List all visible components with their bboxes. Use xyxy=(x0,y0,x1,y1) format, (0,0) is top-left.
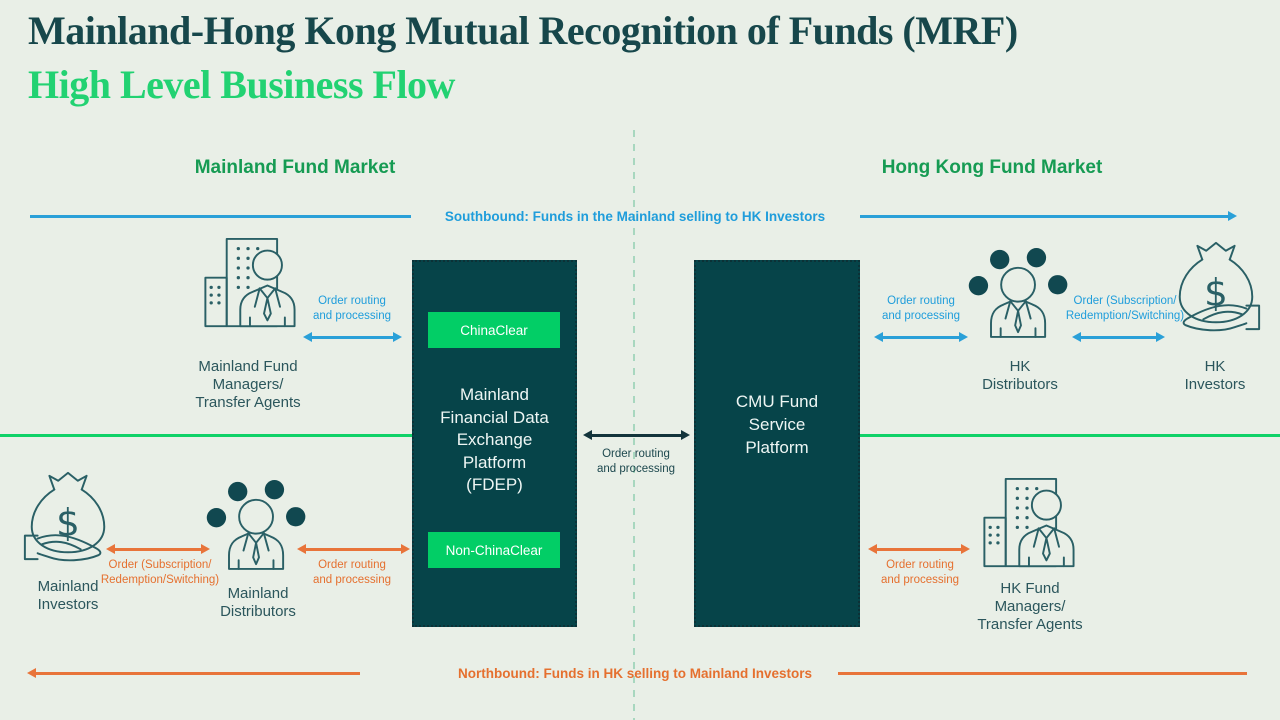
center-dashed-divider xyxy=(633,130,635,720)
order-subscription-label: Order (Subscription/ Redemption/Switchin… xyxy=(1065,295,1185,322)
money-bag-hand-icon: $ xyxy=(23,471,106,562)
platform-link-label: Order routing and processing xyxy=(597,448,675,475)
chinaclear-tag: ChinaClear xyxy=(428,312,560,348)
mainland-investors-label: Mainland Investors xyxy=(37,578,99,613)
green-divider-left xyxy=(0,434,412,437)
open-hand xyxy=(1182,304,1261,332)
distributor-person-icon xyxy=(206,480,306,570)
order-routing-label: Order routing and processing xyxy=(882,295,960,322)
mainland-distributors-label: Mainland Distributors xyxy=(220,585,296,620)
order-subscription-arrow xyxy=(106,544,210,554)
order-subscription-arrow xyxy=(1072,332,1165,342)
hongkong-market-header: Hong Kong Fund Market xyxy=(881,157,1103,178)
cmu-platform-box: CMU Fund Service Platform xyxy=(694,260,860,627)
green-divider-right xyxy=(860,434,1280,437)
order-routing-arrow xyxy=(868,544,970,554)
order-routing-arrow xyxy=(303,332,402,342)
northbound-banner-text: Northbound: Funds in HK selling to Mainl… xyxy=(458,666,812,681)
southbound-line-left xyxy=(30,215,411,218)
southbound-arrow-right xyxy=(860,211,1237,221)
mainland-market-header: Mainland Fund Market xyxy=(194,157,396,178)
non-chinaclear-tag: Non-ChinaClear xyxy=(428,532,560,568)
building-windows xyxy=(988,486,1039,545)
order-routing-label: Order routing and processing xyxy=(313,295,391,322)
page-title: Mainland-Hong Kong Mutual Recognition of… xyxy=(28,8,1018,53)
order-subscription-label: Order (Subscription/ Redemption/Switchin… xyxy=(100,559,220,586)
mainland-fund-managers-label: Mainland Fund Managers/ Transfer Agents xyxy=(195,358,301,411)
hk-fund-managers-label: HK Fund Managers/ Transfer Agents xyxy=(977,580,1083,633)
money-bag-hand-icon: $ xyxy=(1178,241,1261,332)
page-subtitle: High Level Business Flow xyxy=(28,62,455,107)
order-routing-label: Order routing and processing xyxy=(881,559,959,586)
order-routing-arrow xyxy=(874,332,968,342)
distributor-person-icon xyxy=(968,248,1068,338)
fdep-platform-box: ChinaClear Mainland Financial Data Excha… xyxy=(412,260,577,627)
open-hand xyxy=(23,534,102,562)
order-routing-arrow xyxy=(297,544,410,554)
building-person-icon xyxy=(983,477,1075,568)
fdep-platform-name: Mainland Financial Data Exchange Platfor… xyxy=(440,385,549,494)
southbound-banner-text: Southbound: Funds in the Mainland sellin… xyxy=(444,209,826,224)
hk-investors-label: HK Investors xyxy=(1184,358,1246,393)
order-routing-label: Order routing and processing xyxy=(313,559,391,586)
currency-symbol: $ xyxy=(56,501,80,545)
northbound-arrow-left xyxy=(27,668,360,678)
cmu-platform-name: CMU Fund Service Platform xyxy=(735,392,819,457)
hk-distributors-label: HK Distributors xyxy=(982,358,1058,393)
northbound-line-right xyxy=(838,672,1247,675)
platform-link-arrow xyxy=(583,430,690,440)
building-person-icon xyxy=(204,237,296,328)
currency-symbol: $ xyxy=(1204,271,1228,315)
